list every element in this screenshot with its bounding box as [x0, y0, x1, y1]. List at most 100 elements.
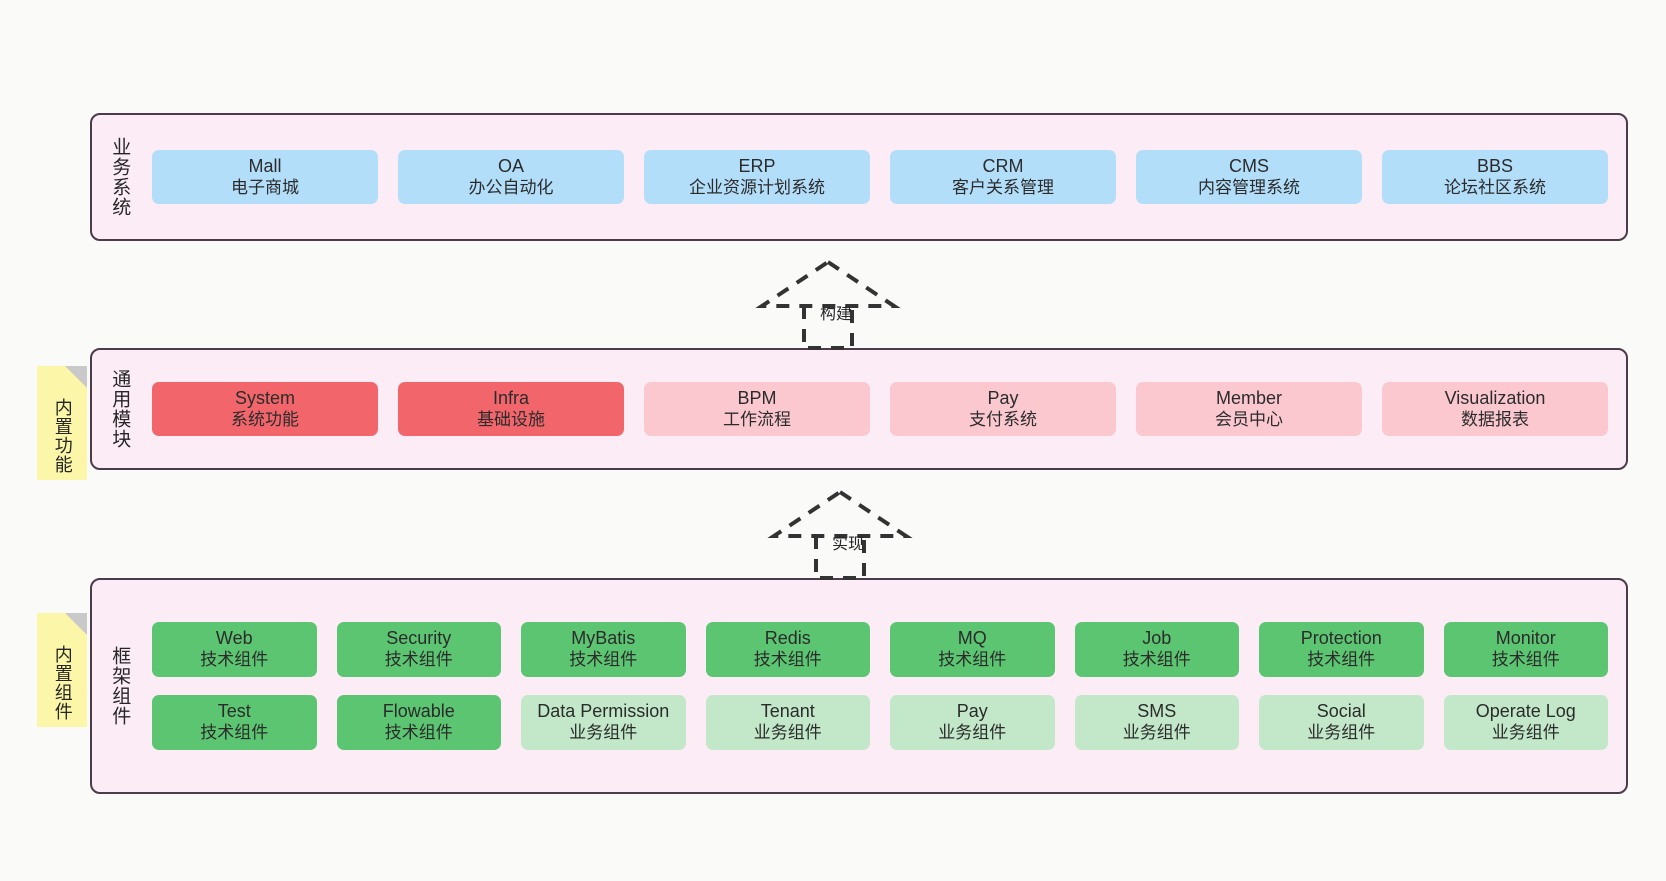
node-subtitle: 技术组件 [1307, 650, 1376, 670]
node-subtitle: 系统功能 [231, 409, 299, 429]
section-framework-components: 框架组件 Web 技术组件 Security 技术组件 MyBatis 技术组件… [90, 578, 1628, 794]
section-body-business-systems: Mall 电子商城 OA 办公自动化 ERP 企业资源计划系统 CRM 客户关系… [146, 115, 1626, 239]
node-title: BBS [1476, 155, 1514, 176]
node-title: MyBatis [571, 628, 636, 649]
sticky-note-builtin-components: 内置组件 [37, 613, 87, 727]
node-subtitle: 技术组件 [753, 650, 822, 670]
node-row: Web 技术组件 Security 技术组件 MyBatis 技术组件 Redi… [152, 622, 1608, 677]
node-subtitle: 技术组件 [200, 650, 269, 670]
node-pay-business[interactable]: Pay 业务组件 [890, 695, 1055, 750]
node-title: Security [386, 628, 452, 649]
node-title: Monitor [1495, 628, 1556, 649]
node-subtitle: 技术组件 [1122, 650, 1191, 670]
node-subtitle: 办公自动化 [468, 177, 554, 197]
node-subtitle: 会员中心 [1215, 409, 1283, 429]
section-business-systems: 业务系统 Mall 电子商城 OA 办公自动化 ERP 企业资源计划系统 CRM… [90, 113, 1628, 241]
node-web[interactable]: Web 技术组件 [152, 622, 317, 677]
node-row: System 系统功能 Infra 基础设施 BPM 工作流程 Pay 支付系统… [152, 381, 1608, 437]
node-subtitle: 数据报表 [1461, 409, 1529, 429]
node-title: Protection [1300, 628, 1382, 649]
node-redis[interactable]: Redis 技术组件 [705, 622, 870, 677]
section-label-common-modules: 通用模块 [109, 369, 131, 449]
node-erp[interactable]: ERP 企业资源计划系统 [644, 149, 870, 205]
sticky-note-builtin-features: 内置功能 [37, 366, 87, 480]
node-oa[interactable]: OA 办公自动化 [398, 149, 624, 205]
node-title: Mall [248, 155, 282, 176]
connector-implement: 实现 [767, 488, 920, 580]
node-social[interactable]: Social 业务组件 [1259, 695, 1424, 750]
node-subtitle: 技术组件 [938, 650, 1007, 670]
node-title: Member [1215, 387, 1282, 408]
node-subtitle: 客户关系管理 [952, 177, 1054, 197]
node-job[interactable]: Job 技术组件 [1074, 622, 1239, 677]
node-subtitle: 基础设施 [477, 409, 545, 429]
node-protection[interactable]: Protection 技术组件 [1259, 622, 1424, 677]
node-subtitle: 业务组件 [1122, 722, 1191, 742]
node-bpm[interactable]: BPM 工作流程 [644, 381, 870, 437]
section-label-business-systems: 业务系统 [109, 137, 131, 217]
node-title: Visualization [1444, 387, 1546, 408]
node-subtitle: 技术组件 [384, 650, 453, 670]
node-title: Job [1142, 628, 1172, 649]
node-title: Flowable [382, 701, 455, 721]
node-monitor[interactable]: Monitor 技术组件 [1443, 622, 1608, 677]
node-pay[interactable]: Pay 支付系统 [890, 381, 1116, 437]
node-member[interactable]: Member 会员中心 [1136, 381, 1362, 437]
node-subtitle: 业务组件 [1307, 722, 1376, 742]
generalization-arrow-icon [767, 489, 913, 580]
node-subtitle: 业务组件 [569, 722, 638, 742]
node-infra[interactable]: Infra 基础设施 [398, 381, 624, 437]
connector-label-build: 构建 [820, 306, 853, 323]
node-title: Operate Log [1475, 701, 1576, 721]
node-test[interactable]: Test 技术组件 [152, 695, 317, 750]
node-subtitle: 工作流程 [723, 409, 791, 429]
node-subtitle: 技术组件 [569, 650, 638, 670]
node-title: Pay [987, 387, 1019, 408]
node-system[interactable]: System 系统功能 [152, 381, 378, 437]
generalization-arrow-icon [755, 259, 901, 350]
node-title: Test [217, 701, 251, 721]
node-title: BPM [737, 387, 777, 408]
node-title: Redis [764, 628, 811, 649]
node-subtitle: 论坛社区系统 [1444, 177, 1546, 197]
section-body-framework-components: Web 技术组件 Security 技术组件 MyBatis 技术组件 Redi… [146, 580, 1626, 792]
node-title: SMS [1137, 701, 1177, 721]
node-title: MQ [957, 628, 987, 649]
node-title: OA [497, 155, 524, 176]
node-sms[interactable]: SMS 业务组件 [1074, 695, 1239, 750]
node-tenant[interactable]: Tenant 业务组件 [705, 695, 870, 750]
node-title: Web [215, 628, 253, 649]
section-body-common-modules: System 系统功能 Infra 基础设施 BPM 工作流程 Pay 支付系统… [146, 350, 1626, 468]
node-title: ERP [738, 155, 776, 176]
node-title: System [234, 387, 295, 408]
node-bbs[interactable]: BBS 论坛社区系统 [1382, 149, 1608, 205]
node-cms[interactable]: CMS 内容管理系统 [1136, 149, 1362, 205]
node-title: Social [1316, 701, 1366, 721]
node-subtitle: 业务组件 [1491, 722, 1560, 742]
node-subtitle: 电子商城 [231, 177, 299, 197]
node-operate-log[interactable]: Operate Log 业务组件 [1443, 695, 1608, 750]
node-subtitle: 企业资源计划系统 [689, 177, 825, 197]
connector-build: 构建 [755, 258, 908, 350]
node-title: Tenant [760, 701, 815, 721]
node-security[interactable]: Security 技术组件 [336, 622, 501, 677]
node-data-permission[interactable]: Data Permission 业务组件 [521, 695, 686, 750]
node-visualization[interactable]: Visualization 数据报表 [1382, 381, 1608, 437]
section-label-framework-components: 框架组件 [109, 646, 131, 726]
node-subtitle: 支付系统 [969, 409, 1037, 429]
node-mybatis[interactable]: MyBatis 技术组件 [521, 622, 686, 677]
node-title: CRM [982, 155, 1024, 176]
node-row: Mall 电子商城 OA 办公自动化 ERP 企业资源计划系统 CRM 客户关系… [152, 149, 1608, 205]
node-title: Infra [492, 387, 530, 408]
node-row: Test 技术组件 Flowable 技术组件 Data Permission … [152, 695, 1608, 750]
node-subtitle: 业务组件 [753, 722, 822, 742]
node-crm[interactable]: CRM 客户关系管理 [890, 149, 1116, 205]
section-common-modules: 通用模块 System 系统功能 Infra 基础设施 BPM 工作流程 Pay… [90, 348, 1628, 470]
node-mall[interactable]: Mall 电子商城 [152, 149, 378, 205]
node-title: Pay [956, 701, 988, 721]
connector-label-implement: 实现 [832, 536, 865, 553]
node-title: CMS [1229, 155, 1269, 176]
node-flowable[interactable]: Flowable 技术组件 [336, 695, 501, 750]
node-mq[interactable]: MQ 技术组件 [890, 622, 1055, 677]
